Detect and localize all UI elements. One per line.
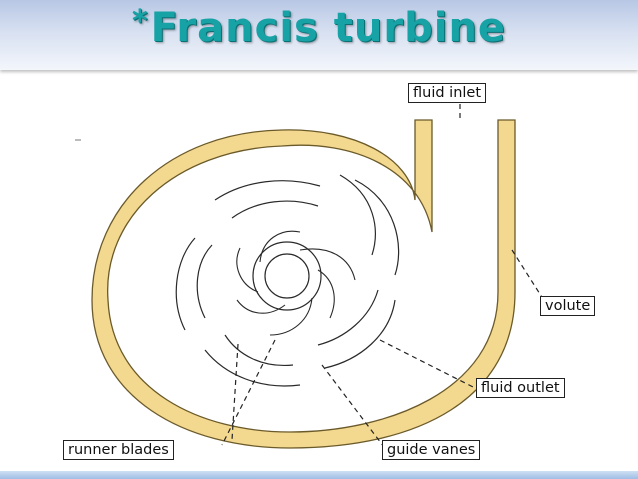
- label-volute: volute: [540, 296, 596, 316]
- runner-blade: [317, 269, 335, 319]
- runner-hub-inner: [264, 253, 310, 299]
- guide-vane: [231, 200, 319, 219]
- title-bar: *Francis turbine: [0, 0, 638, 70]
- guide-vane: [354, 179, 400, 276]
- label-guide-vanes: guide vanes: [382, 440, 481, 460]
- guide-vanes: [175, 174, 400, 387]
- guide-vane: [204, 349, 301, 387]
- guide-vane: [224, 334, 294, 367]
- leader-lines: [221, 104, 546, 448]
- runner-blade: [236, 299, 286, 314]
- guide-vane: [196, 244, 213, 319]
- guide-vane: [324, 299, 396, 369]
- runner-blades: [236, 230, 356, 336]
- runner-blade: [259, 230, 301, 263]
- leader-line-runner-blades: [221, 339, 276, 446]
- leader-line-volute: [511, 249, 546, 303]
- runner-hub-outer: [252, 241, 322, 311]
- guide-vane: [339, 174, 376, 256]
- guide-vane: [175, 237, 196, 331]
- runner-blade: [269, 297, 313, 336]
- leader-line-guide-vanes: [321, 364, 385, 448]
- runner-blade: [236, 247, 259, 293]
- label-runner-blades: runner blades: [63, 440, 174, 460]
- guide-vane: [214, 180, 321, 201]
- title-asterisk: *: [131, 4, 149, 39]
- slide-title: *Francis turbine: [0, 4, 638, 51]
- label-fluid-outlet: fluid outlet: [476, 378, 565, 398]
- bottom-bar: [0, 471, 638, 479]
- volute-casing: [91, 119, 516, 449]
- guide-vane: [317, 289, 379, 346]
- leader-line-guide-vanes-2: [231, 343, 239, 441]
- label-fluid-inlet: fluid inlet: [408, 83, 487, 103]
- title-text: Francis turbine: [150, 5, 507, 51]
- leader-line-fluid-outlet: [379, 339, 476, 389]
- runner-blade: [299, 248, 356, 281]
